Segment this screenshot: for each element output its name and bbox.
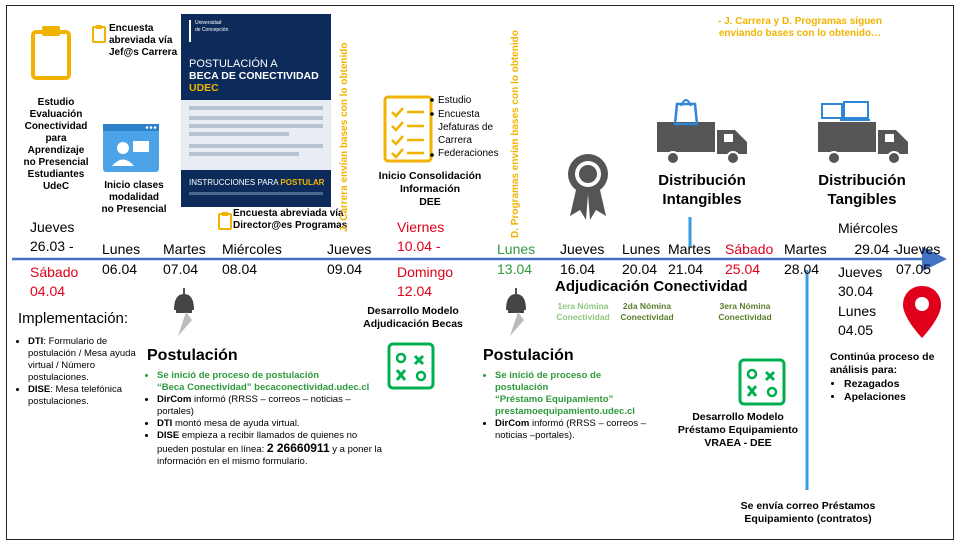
distribucion-tangibles: Distribución Tangibles — [818, 172, 906, 208]
date-lunes-0405: Lunes 04.05 — [838, 303, 877, 338]
date-domingo-1204: Domingo 12.04 — [397, 264, 454, 299]
postulacion-2-green-item: Se inició de proceso de postulación“Prés… — [495, 370, 651, 418]
map-pin-icon — [903, 286, 941, 338]
vertical-note-carrera: J. Carrera envían bases con lo obtenido — [339, 42, 350, 232]
continua-item: Apelaciones — [844, 391, 940, 404]
nomina-3: 3era Nómina Conectividad — [718, 301, 772, 322]
postulacion-1-item: DISE empieza a recibir llamados de quien… — [157, 430, 383, 468]
flyer-title-line3: UDEC — [189, 82, 219, 94]
phone-number: 2 26660911 — [266, 441, 330, 455]
date-sabado-2504: Sábado 25.04 — [725, 241, 774, 277]
consolidacion-item: Encuesta Jefaturas de Carrera — [438, 109, 494, 146]
flyer-title-line1: POSTULACIÓN A — [189, 58, 278, 70]
postulacion-2-item: DirCom informó (RRSS – correos – noticia… — [495, 418, 651, 442]
date-viernes-1004: Viernes 10.04 - — [397, 219, 445, 254]
top-right-note: - J. Carrera y D. Programas siguen envia… — [718, 16, 882, 39]
encuesta-jefes-label: Encuesta abreviada vía Jef@s Carrera — [109, 23, 178, 58]
postulacion-2-list: Se inició de proceso de postulación“Prés… — [481, 370, 651, 442]
consolidacion-item: Federaciones — [438, 148, 499, 159]
date-jueves-1604: Jueves 16.04 — [560, 241, 605, 277]
small-clipboard-icon — [92, 25, 106, 43]
date-martes-0704: Martes 07.04 — [163, 241, 206, 277]
adjudicacion-title: Adjudicación Conectividad — [555, 278, 748, 295]
truck-laptop-icon — [818, 101, 908, 165]
award-icon — [568, 154, 608, 220]
continua-title: Continúa proceso de análisis para: — [830, 351, 935, 376]
postulacion-1-item: DirCom informó (RRSS – correos – noticia… — [157, 394, 383, 418]
beca-flyer: Universidad de Concepción POSTULACIÓN A … — [181, 14, 331, 207]
date-miercoles-0804: Miércoles 08.04 — [222, 241, 282, 277]
postulacion-1-list: Se inició de proceso de postulación“Beca… — [143, 370, 383, 468]
small-clipboard-icon — [218, 212, 232, 230]
consolidacion-item: Estudio — [438, 95, 472, 106]
postulacion-2-title: Postulación — [483, 347, 574, 364]
flyer-body — [181, 100, 331, 170]
date-jueves-2603: Jueves 26.03 - — [30, 219, 75, 254]
flyer-brand: Universidad de Concepción — [189, 20, 231, 42]
estudio-label: Estudio Evaluación Conectividad para Apr… — [23, 97, 89, 192]
strategy-icon — [387, 342, 435, 390]
nomina-1: 1era Nómina Conectividad — [556, 301, 610, 322]
date-lunes-1304: Lunes 13.04 — [497, 241, 536, 277]
date-martes-2104: Martes 21.04 — [668, 241, 711, 277]
distribucion-intangibles: Distribución Intangibles — [658, 172, 746, 208]
checklist-icon — [383, 95, 433, 163]
correo-label: Se envía correo Préstamos Equipamiento (… — [740, 500, 876, 525]
bell-icon — [174, 288, 194, 336]
continua-list: Rezagados Apelaciones — [830, 378, 940, 404]
implementacion-item: DISE: Mesa telefónica postulaciones. — [28, 384, 142, 408]
date-lunes-0604: Lunes 06.04 — [102, 241, 141, 277]
date-sabado-0404: Sábado 04.04 — [30, 264, 79, 299]
flyer-title-line2: BECA DE CONECTIVIDAD — [189, 70, 319, 82]
consolidacion-title: Inicio Consolidación Información DEE — [378, 170, 482, 208]
date-jueves-3004: Jueves 30.04 — [838, 264, 883, 299]
postulacion-1-item: DTI montó mesa de ayuda virtual. — [157, 418, 383, 430]
modelo-prestamo-label: Desarrollo Modelo Préstamo Equipamiento … — [677, 411, 799, 449]
nomina-2: 2da Nómina Conectividad — [620, 301, 674, 322]
date-lunes-2004: Lunes 20.04 — [622, 241, 661, 277]
date-jueves-0904: Jueves 09.04 — [327, 241, 372, 277]
modelo-becas-label: Desarrollo Modelo Adjudicación Becas — [363, 305, 463, 330]
clipboard-icon — [31, 26, 71, 80]
implementacion-item: DTI: Formulario de postulación / Mesa ay… — [28, 336, 142, 384]
encuesta-directores-label: Encuesta abreviada vía Director@es Progr… — [233, 208, 348, 231]
online-class-icon — [103, 124, 159, 172]
strategy-icon — [738, 358, 786, 406]
diagram-frame — [6, 5, 954, 540]
consolidacion-list: Estudio Encuesta Jefaturas de Carrera Fe… — [438, 94, 514, 161]
flyer-footer-title: INSTRUCCIONES PARA POSTULAR — [189, 178, 325, 187]
date-miercoles-2904: Miércoles 29.04 - — [838, 220, 898, 257]
postulacion-1-green-item: Se inició de proceso de postulación“Beca… — [157, 370, 383, 394]
date-martes-2804: Martes 28.04 — [784, 241, 827, 277]
date-jueves-0705: Jueves 07.05 — [896, 241, 941, 277]
truck-bag-icon — [657, 99, 747, 165]
inicio-clases-label: Inicio clases modalidad no Presencial — [101, 180, 167, 215]
implementacion-title: Implementación: — [18, 310, 129, 327]
postulacion-1-title: Postulación — [147, 347, 238, 364]
continua-item: Rezagados — [844, 378, 940, 391]
implementacion-list: DTI: Formulario de postulación / Mesa ay… — [14, 336, 142, 408]
bell-icon — [506, 288, 526, 336]
